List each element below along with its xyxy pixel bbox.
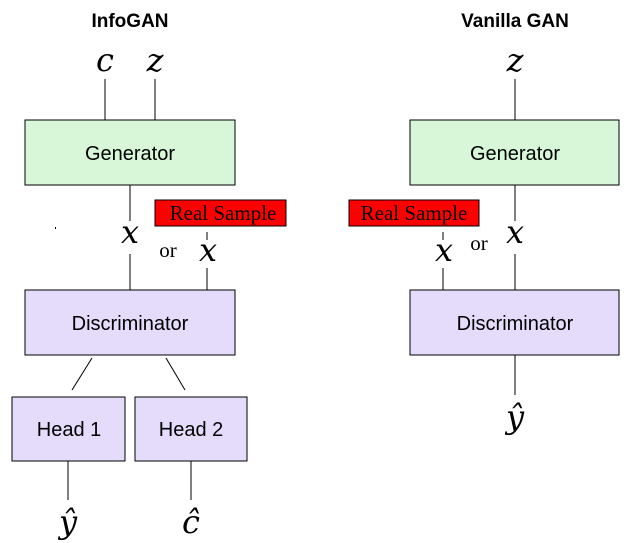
infogan-or-label: or: [159, 238, 177, 262]
vanilla-generator-box: [409, 119, 620, 186]
infogan-output-c: ĉ: [182, 503, 200, 541]
vanilla-discriminator-box: [409, 289, 620, 356]
infogan-real-x: x: [199, 231, 217, 269]
vanilla-gan-panel: Vanilla GAN z Generator x Real Sample x …: [348, 11, 620, 436]
vanilla-input-z: z: [506, 41, 525, 79]
vanilla-generated-x: x: [506, 213, 524, 251]
vanilla-real-sample-label: Real Sample: [361, 201, 468, 225]
infogan-panel: InfoGAN c z Generator x or Real Sample x…: [11, 11, 287, 541]
infogan-generator-label: Generator: [85, 143, 175, 165]
infogan-head1-box: [11, 396, 126, 462]
vanilla-title: Vanilla GAN: [461, 11, 569, 32]
vanilla-discriminator-label: Discriminator: [457, 313, 574, 335]
stray-mark: [55, 227, 56, 229]
vanilla-real-sample-box: [348, 199, 480, 227]
infogan-input-z: z: [146, 41, 165, 79]
infogan-output-y: ŷ: [57, 503, 78, 541]
vanilla-output-y: ŷ: [504, 398, 525, 436]
vanilla-generator-label: Generator: [470, 143, 560, 165]
infogan-head1-label: Head 1: [37, 419, 102, 441]
infogan-real-sample-label: Real Sample: [170, 201, 277, 225]
infogan-head2-label: Head 2: [159, 419, 224, 441]
vanilla-real-x: x: [435, 231, 453, 269]
infogan-disc-to-head1-line: [71, 357, 93, 391]
infogan-discriminator-label: Discriminator: [72, 313, 189, 335]
infogan-disc-to-head2-line: [165, 357, 186, 391]
infogan-generator-box: [24, 119, 236, 186]
infogan-title: InfoGAN: [91, 11, 168, 32]
infogan-input-c: c: [96, 41, 114, 79]
vanilla-or-label: or: [470, 231, 488, 255]
infogan-discriminator-box: [24, 289, 236, 356]
infogan-generated-x: x: [121, 213, 139, 251]
infogan-head2-box: [134, 396, 248, 462]
infogan-real-sample-box: [154, 199, 287, 227]
